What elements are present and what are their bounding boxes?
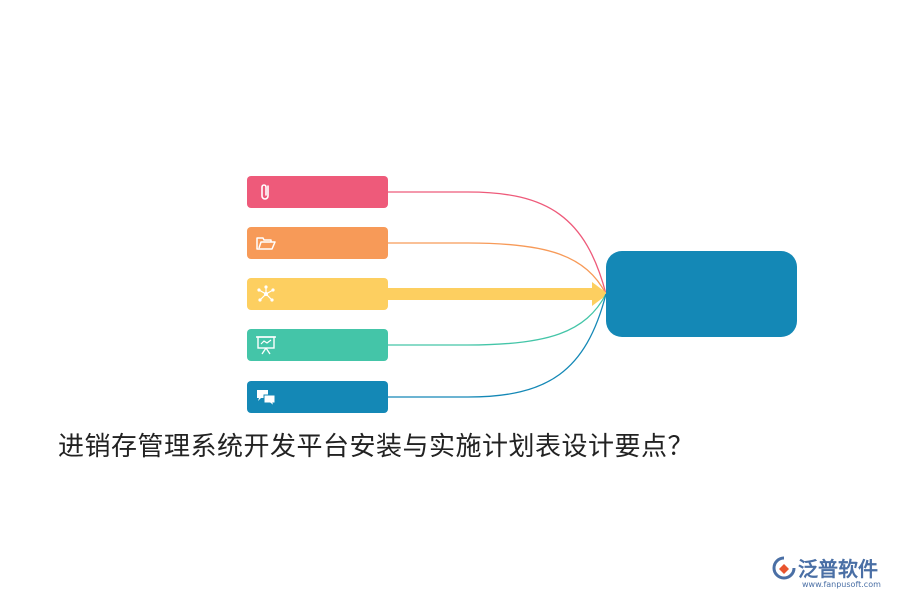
node-chat <box>247 381 388 413</box>
hub-node <box>606 251 797 337</box>
connector-folder <box>388 242 607 295</box>
node-network <box>247 278 388 310</box>
brand-logo: 泛普软件 www.fanpusoft.com <box>770 553 895 593</box>
fanpu-logo-icon <box>772 556 796 580</box>
arrow-head <box>592 282 608 306</box>
connector-presentation <box>388 293 607 346</box>
folder-icon <box>256 237 276 250</box>
node-folder <box>247 227 388 259</box>
brand-url: www.fanpusoft.com <box>802 580 881 589</box>
connector-chat <box>388 293 607 398</box>
chat-icon <box>257 390 276 407</box>
node-presentation <box>247 329 388 361</box>
page-title: 进销存管理系统开发平台安装与实施计划表设计要点？ <box>58 432 695 462</box>
arrow-body <box>388 288 593 300</box>
brand-name: 泛普软件 <box>798 557 878 581</box>
paperclip-icon <box>261 184 269 200</box>
connectors <box>388 191 608 398</box>
connector-attachment <box>388 191 607 295</box>
network-icon <box>257 285 275 302</box>
node-attachment <box>247 176 388 208</box>
presentation-icon <box>256 336 276 355</box>
